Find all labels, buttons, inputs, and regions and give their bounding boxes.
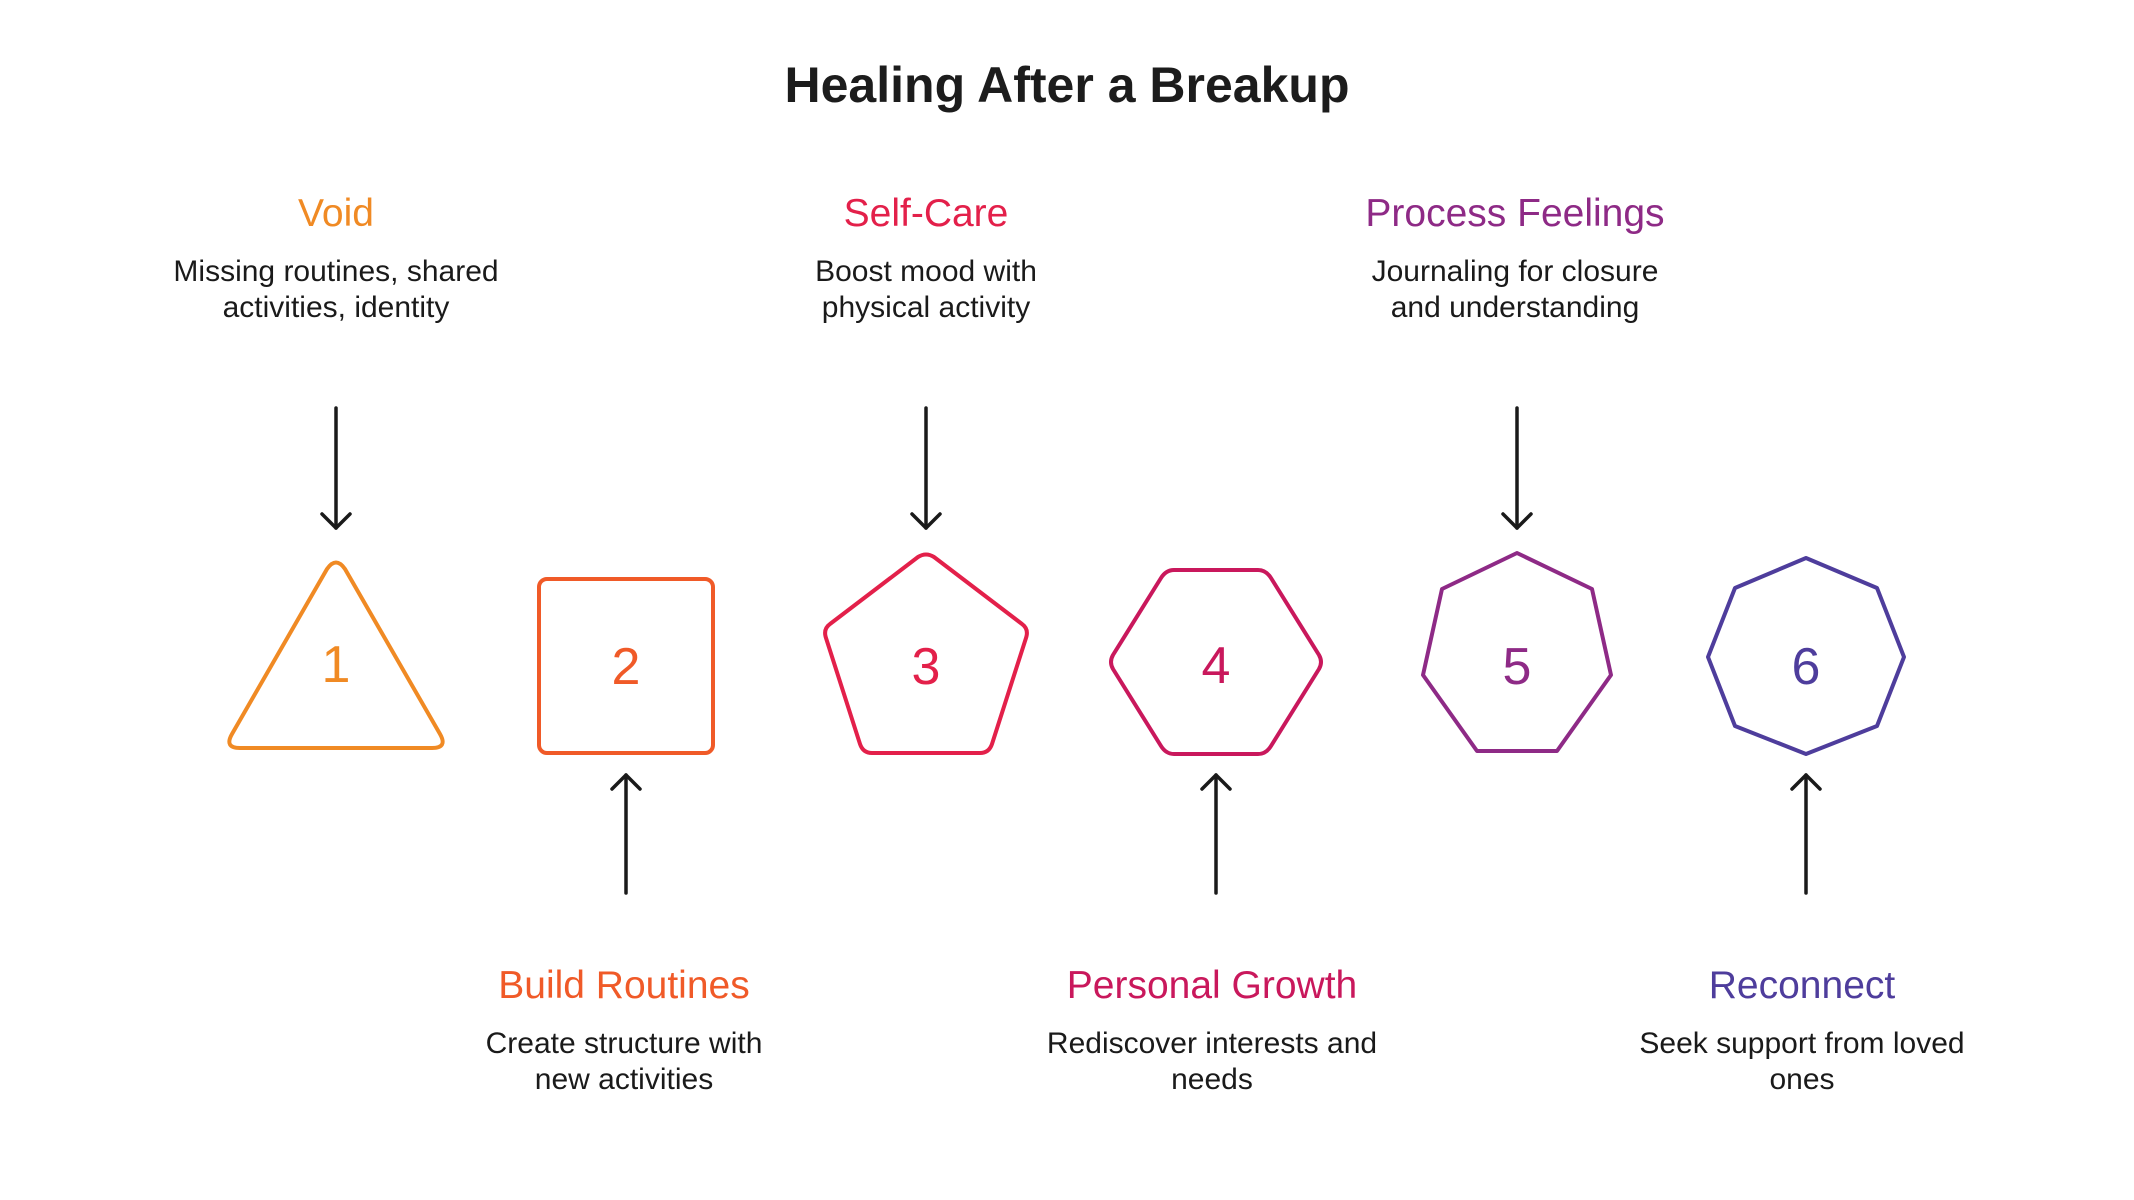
step-5-number: 5 bbox=[1503, 638, 1532, 696]
step-6-title: Reconnect bbox=[1708, 964, 1896, 1007]
step-4-desc-line-1: Rediscover interests and bbox=[1046, 1027, 1378, 1060]
step-6-description: Seek support from loved ones bbox=[1582, 1026, 2022, 1098]
step-5-description: Journaling for closure and understanding bbox=[1295, 254, 1735, 326]
step-3-desc-line-2: physical activity bbox=[821, 291, 1031, 324]
step-4-label: Personal Growth Rediscover interests and… bbox=[992, 960, 1432, 1098]
arrow-down-step-3 bbox=[910, 406, 942, 530]
step-6-desc-line-1: Seek support from loved bbox=[1639, 1027, 1965, 1060]
step-1-label: Void Missing routines, shared activities… bbox=[116, 188, 556, 326]
step-1-number: 1 bbox=[322, 636, 351, 694]
step-3-desc-line-1: Boost mood with bbox=[815, 255, 1037, 288]
step-5-desc-line-2: and understanding bbox=[1390, 291, 1640, 324]
step-5-desc-line-1: Journaling for closure bbox=[1371, 255, 1659, 288]
step-3-description: Boost mood with physical activity bbox=[706, 254, 1146, 326]
step-4-hexagon-shape: 4 bbox=[1109, 568, 1323, 756]
step-4-desc-line-2: needs bbox=[1171, 1063, 1253, 1096]
step-1-desc-line-2: activities, identity bbox=[222, 291, 450, 324]
step-5-label: Process Feelings Journaling for closure … bbox=[1295, 188, 1735, 326]
step-1-triangle-shape: 1 bbox=[227, 560, 445, 750]
step-6-number: 6 bbox=[1792, 638, 1821, 696]
step-1-description: Missing routines, shared activities, ide… bbox=[116, 254, 556, 326]
step-1-title: Void bbox=[298, 192, 374, 235]
step-3-label: Self-Care Boost mood with physical activ… bbox=[706, 188, 1146, 326]
step-5-title: Process Feelings bbox=[1365, 192, 1665, 235]
step-5-heptagon-shape: 5 bbox=[1421, 551, 1613, 753]
step-6-desc-line-2: ones bbox=[1769, 1063, 1835, 1096]
step-4-number: 4 bbox=[1202, 637, 1231, 695]
step-3-title: Self-Care bbox=[843, 192, 1009, 235]
step-2-desc-line-1: Create structure with bbox=[485, 1027, 763, 1060]
step-2-title: Build Routines bbox=[498, 964, 750, 1007]
step-2-number: 2 bbox=[612, 638, 641, 696]
arrow-up-step-6 bbox=[1790, 773, 1822, 895]
arrow-down-step-5 bbox=[1501, 406, 1533, 530]
step-4-description: Rediscover interests and needs bbox=[992, 1026, 1432, 1098]
step-1-desc-line-1: Missing routines, shared bbox=[173, 255, 499, 288]
step-2-square-shape: 2 bbox=[537, 577, 715, 755]
arrow-down-step-1 bbox=[320, 406, 352, 530]
step-2-label: Build Routines Create structure with new… bbox=[404, 960, 844, 1098]
step-2-desc-line-2: new activities bbox=[534, 1063, 714, 1096]
step-3-number: 3 bbox=[912, 638, 941, 696]
step-2-description: Create structure with new activities bbox=[404, 1026, 844, 1098]
step-3-pentagon-shape: 3 bbox=[823, 552, 1029, 755]
step-6-octagon-shape: 6 bbox=[1706, 556, 1906, 756]
arrow-up-step-4 bbox=[1200, 773, 1232, 895]
step-4-title: Personal Growth bbox=[1066, 964, 1358, 1007]
arrow-up-step-2 bbox=[610, 773, 642, 895]
diagram-title: Healing After a Breakup bbox=[784, 57, 1350, 113]
step-6-label: Reconnect Seek support from loved ones bbox=[1582, 960, 2022, 1098]
